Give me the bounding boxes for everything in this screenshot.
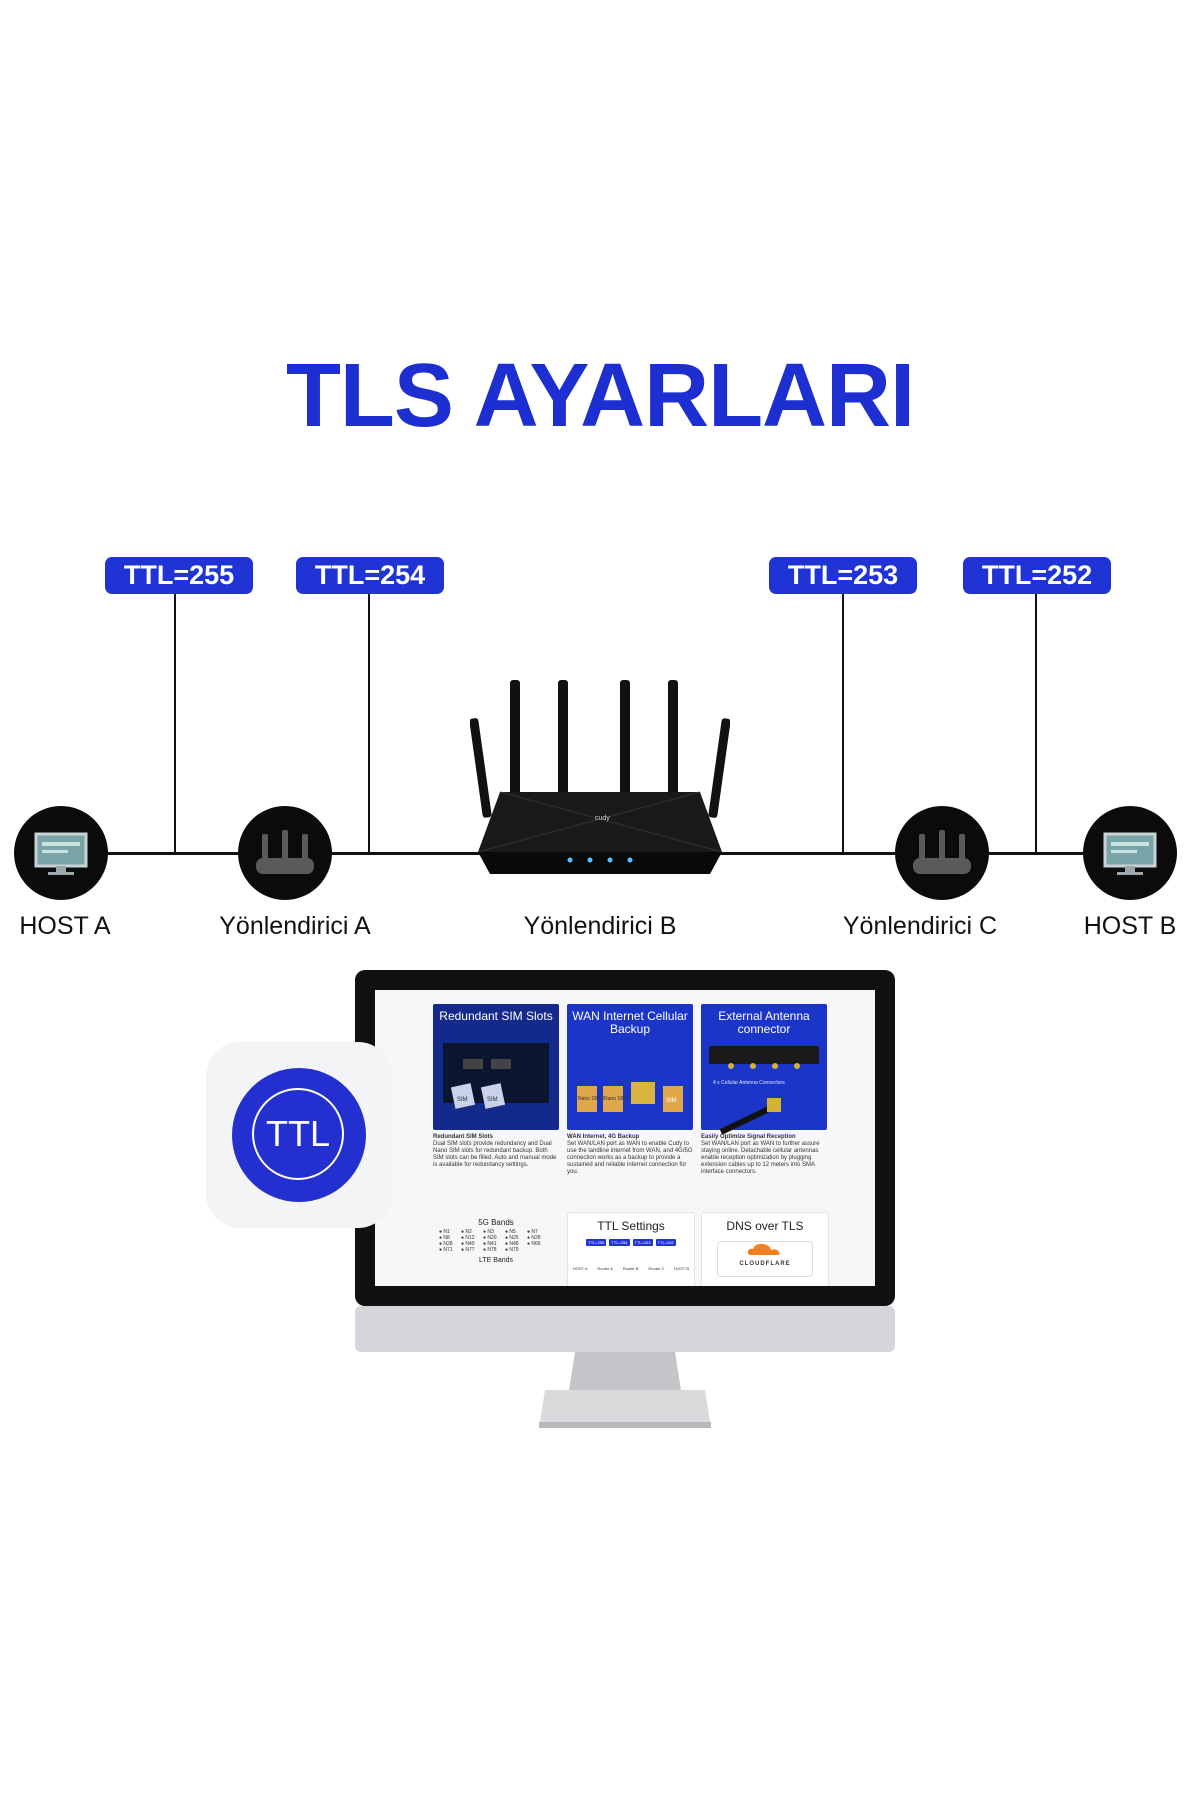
band-item: ● N28 — [527, 1235, 541, 1241]
ttl-mini-badge: TTL=255 — [586, 1239, 607, 1246]
connector-line — [368, 594, 370, 854]
ttl-mini-label: Router B — [622, 1266, 639, 1271]
ttl-label: TTL — [252, 1088, 344, 1180]
band-item: ● N71 — [439, 1247, 453, 1253]
ttl-badge-255: TTL=255 — [105, 557, 253, 594]
svg-text:SIM: SIM — [666, 1098, 677, 1104]
feature-card-wan: WAN Internet Cellular Backup Nano SIM 1 … — [567, 1004, 693, 1130]
router-a-label: Yönlendirici A — [219, 912, 371, 940]
ttl-mini-label: Router A — [597, 1266, 613, 1271]
cloudflare-logo: CLOUDFLARE — [717, 1241, 813, 1277]
page-title: TLS AYARLARI — [285, 346, 915, 446]
band-item: ● N40 — [461, 1241, 475, 1247]
band-item: ● N77 — [461, 1247, 475, 1253]
svg-text:Nano SIM 2: Nano SIM 2 — [604, 1096, 631, 1102]
router-c-label: Yönlendirici C — [842, 912, 998, 940]
computer-icon — [34, 832, 88, 875]
svg-text:Nano SIM 1: Nano SIM 1 — [578, 1096, 605, 1102]
router-b-image: cudy — [470, 680, 730, 874]
band-item: ● N28 — [439, 1241, 453, 1247]
band-item: ● N48 — [505, 1241, 519, 1247]
cloud-icon — [747, 1243, 780, 1255]
antenna-illustration: 4 x Cellular Antenna Connectors — [709, 1046, 819, 1135]
ttl-mini-badge: TTL=254 — [609, 1239, 630, 1246]
monitor: Redundant SIM Slots SIM SIM WAN Internet… — [355, 970, 895, 1430]
band-item: ● N12 — [461, 1235, 475, 1241]
connector-line — [174, 594, 176, 854]
ttl-badge-254: TTL=254 — [296, 557, 444, 594]
wan-backup-illustration: Nano SIM 1 Nano SIM 2 SIM — [577, 1082, 683, 1112]
svg-text:SIM: SIM — [487, 1097, 498, 1103]
ttl-app-icon: TTL — [206, 1042, 392, 1228]
feature-card-sim: Redundant SIM Slots SIM SIM — [433, 1004, 559, 1130]
host-a-label: HOST A — [19, 912, 111, 940]
connector-line — [842, 594, 844, 854]
ttl-mini-labels: HOST A Router A Router B Router C HOST B — [568, 1266, 694, 1271]
band-item: ● N7 — [527, 1229, 538, 1235]
host-a-node — [14, 806, 108, 900]
band-item: ● N66 — [527, 1241, 541, 1247]
website-screen: Redundant SIM Slots SIM SIM WAN Internet… — [375, 990, 875, 1286]
svg-text:SIM: SIM — [457, 1097, 468, 1103]
connector-line — [1035, 594, 1037, 854]
band-item: ● N8 — [439, 1235, 450, 1241]
dns-card: DNS over TLS CLOUDFLARE — [701, 1212, 829, 1286]
bands-grid: ● N1● N2● N3● N5● N7● N8● N12● N20● N25●… — [433, 1227, 559, 1255]
band-item: ● N20 — [483, 1235, 497, 1241]
band-item: ● N79 — [505, 1247, 519, 1253]
router-b-label: Yönlendirici B — [523, 912, 677, 940]
sim-slot-illustration: SIM SIM — [443, 1043, 549, 1109]
band-item: ● N41 — [483, 1241, 497, 1247]
feature-card-antenna: External Antenna connector 4 x Cellular … — [701, 1004, 827, 1135]
ttl-mini-badge: TTL=253 — [632, 1239, 653, 1246]
ttl-mini-label: Router C — [648, 1266, 665, 1271]
router-c-node — [895, 806, 989, 900]
band-item: ● N5 — [505, 1229, 516, 1235]
band-item: ● N1 — [439, 1229, 450, 1235]
host-b-node — [1083, 806, 1177, 900]
ttl-badge-253: TTL=253 — [769, 557, 917, 594]
band-item: ● N2 — [461, 1229, 472, 1235]
ttl-mini-label: HOST A — [572, 1266, 588, 1271]
router-icon — [913, 830, 971, 874]
bands-card: 5G Bands ● N1● N2● N3● N5● N7● N8● N12● … — [433, 1212, 559, 1286]
router-brand: cudy — [595, 815, 610, 822]
band-item: ● N3 — [483, 1229, 494, 1235]
host-b-label: HOST B — [1083, 912, 1177, 940]
computer-icon — [1103, 832, 1157, 875]
band-item: ● N25 — [505, 1235, 519, 1241]
band-item: ● N78 — [483, 1247, 497, 1253]
router-a-node — [238, 806, 332, 900]
ttl-mini-badge: TTL=252 — [655, 1239, 676, 1246]
svg-text:4 x Cellular Antenna Connector: 4 x Cellular Antenna Connectors — [713, 1080, 785, 1086]
ttl-mini-label: HOST B — [674, 1266, 690, 1271]
ttl-circle: TTL — [232, 1068, 366, 1202]
ttl-badge-252: TTL=252 — [963, 557, 1111, 594]
router-icon — [256, 830, 314, 874]
